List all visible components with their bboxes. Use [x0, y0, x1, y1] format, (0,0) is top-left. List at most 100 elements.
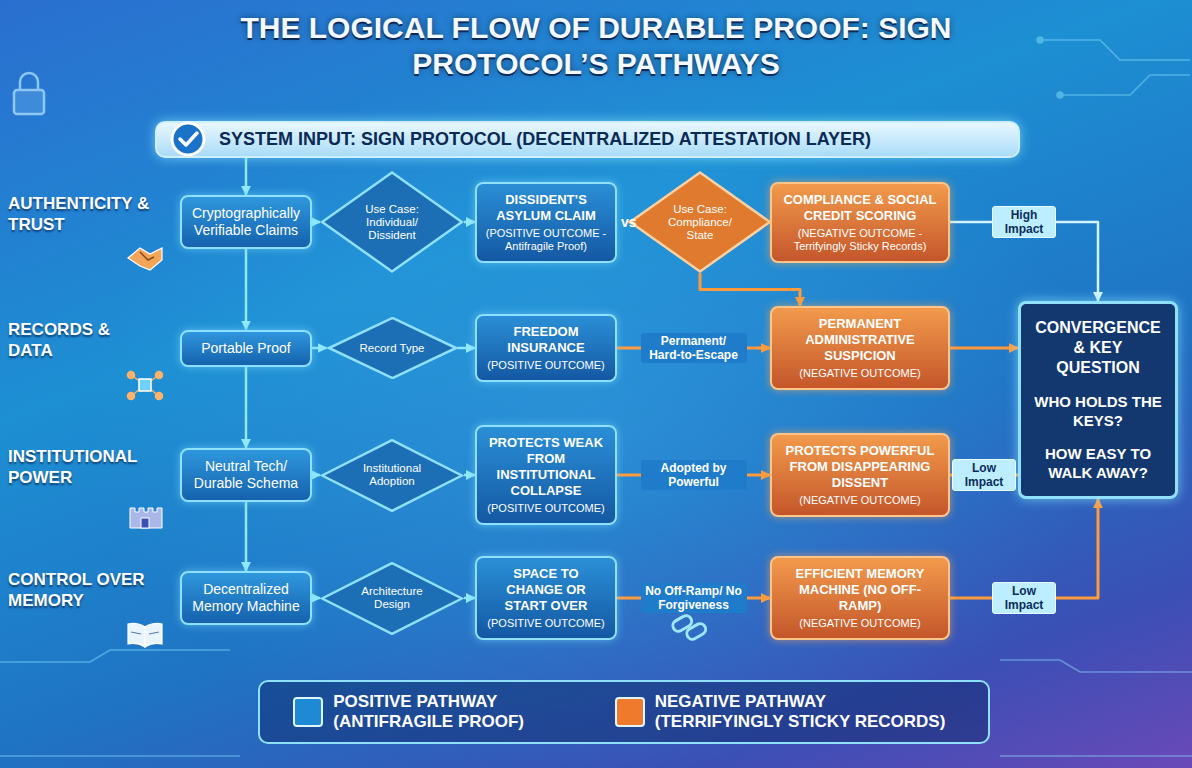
node-title: Neutral Tech/ Durable Schema [190, 458, 302, 492]
process-box: Neutral Tech/ Durable Schema [180, 448, 312, 502]
book-icon [128, 623, 162, 647]
network-link [131, 385, 145, 396]
connector-arrow [245, 249, 248, 330]
chain-link [671, 614, 694, 634]
node-title: Record Type [360, 342, 425, 355]
check-badge-icon [172, 123, 204, 155]
lock-body [14, 90, 44, 114]
legend-text: POSITIVE PATHWAY (ANTIFRAGILE PROOF) [333, 692, 548, 732]
negative-outcome-box: EFFICIENT MEMORY MACHINE (NO OFF-RAMP)(N… [770, 556, 950, 640]
node-title: CONVERGENCE & KEY QUESTION [1031, 318, 1165, 378]
lock-icon [14, 73, 44, 114]
diamond-shape [328, 318, 455, 378]
castle-icon [130, 508, 162, 528]
node-title: Decentralized Memory Machine [190, 581, 302, 615]
node-title: Architecture Design [356, 585, 428, 611]
connector-arrow [464, 221, 475, 224]
castle-shape [130, 508, 162, 528]
book-line [149, 632, 159, 634]
row-label: AUTHENTICITY & TRUST [8, 193, 158, 235]
node-title: PROTECTS POWERFUL FROM DISAPPEARING DISS… [780, 443, 940, 491]
decision-diamond: Use Case: Compliance/ State [628, 171, 772, 273]
edge-label: Adopted by Powerful [641, 460, 747, 490]
handshake-icon [128, 248, 162, 270]
node-title: PERMANENT ADMINISTRATIVE SUSPICION [780, 316, 940, 364]
circuit-line [1000, 755, 1192, 757]
row-label: INSTITUTIONAL POWER [8, 446, 158, 488]
node-title: SYSTEM INPUT: SIGN PROTOCOL (DECENTRALIZ… [219, 129, 871, 150]
node-text: WHO HOLDS THE KEYS? [1031, 392, 1165, 430]
network-icon [128, 372, 163, 400]
node-title: DISSIDENT’S ASYLUM CLAIM [485, 192, 607, 224]
check-mark [180, 133, 197, 145]
connector-arrow [950, 347, 1018, 350]
negative-outcome-box: PROTECTS POWERFUL FROM DISAPPEARING DISS… [770, 433, 950, 517]
process-box: Cryptographically Verifiable Claims [180, 195, 312, 249]
legend-item: POSITIVE PATHWAY (ANTIFRAGILE PROOF) [293, 692, 548, 732]
edge-label: Permanent/ Hard-to-Escape [641, 333, 747, 363]
network-link [145, 385, 159, 396]
connector-arrow [312, 597, 320, 600]
network-node [128, 372, 135, 379]
impact-label: Low Impact [952, 459, 1016, 491]
node-text: (NEGATIVE OUTCOME) [780, 617, 940, 630]
circuit-line [1000, 660, 1192, 672]
positive-outcome-box: DISSIDENT’S ASYLUM CLAIM(POSITIVE OUTCOM… [475, 182, 617, 263]
legend-text: NEGATIVE PATHWAY (TERRIFYINGLY STICKY RE… [655, 692, 955, 732]
node-title: Portable Proof [190, 340, 302, 357]
negative-outcome-box: COMPLIANCE & SOCIAL CREDIT SCORING(NEGAT… [770, 182, 950, 263]
connector-arrow [700, 273, 800, 306]
connector-arrow [312, 347, 327, 350]
book-page [145, 623, 162, 647]
network-link [145, 375, 159, 385]
network-hub [139, 379, 151, 391]
diamond-text-group: Architecture Design [356, 585, 428, 611]
connector-arrow [245, 367, 248, 449]
diagram-title: THE LOGICAL FLOW OF DURABLE PROOF: SIGN … [216, 10, 976, 82]
legend-item: NEGATIVE PATHWAY (TERRIFYINGLY STICKY RE… [615, 692, 955, 732]
diamond-shape [630, 173, 770, 272]
badge-circle [172, 123, 204, 155]
node-text: (POSITIVE OUTCOME) [485, 502, 607, 515]
node-text: (NEGATIVE OUTCOME) [780, 494, 940, 507]
chain-link-icon [671, 614, 708, 642]
versus-label: vs [621, 214, 637, 230]
connector-arrow [312, 221, 320, 224]
node-text: HOW EASY TO WALK AWAY? [1031, 444, 1165, 482]
legend-swatch [293, 697, 323, 727]
impact-label: Low Impact [992, 582, 1056, 614]
decision-diamond: Use Case: Individual/ Dissident [320, 171, 464, 273]
circuit-line [1040, 40, 1190, 60]
diamond-text-group: Institutional Adoption [356, 462, 428, 488]
node-title: COMPLIANCE & SOCIAL CREDIT SCORING [780, 192, 940, 224]
node-title: Cryptographically Verifiable Claims [190, 205, 302, 239]
node-title: PROTECTS WEAK FROM INSTITUTIONAL COLLAPS… [485, 435, 607, 499]
diamond-shape [322, 173, 462, 272]
decision-diamond: Architecture Design [320, 562, 464, 635]
positive-outcome-box: PROTECTS WEAK FROM INSTITUTIONAL COLLAPS… [475, 425, 617, 525]
row-label: RECORDS & DATA [8, 319, 158, 361]
chain-link [685, 622, 708, 642]
node-text: (POSITIVE OUTCOME) [485, 617, 607, 630]
network-node [156, 372, 163, 379]
castle-door [141, 518, 149, 528]
book-page [128, 623, 145, 647]
connector-arrow [245, 502, 248, 571]
network-node [128, 393, 135, 400]
diamond-text-group: Use Case: Compliance/ State [664, 203, 736, 242]
input-banner: SYSTEM INPUT: SIGN PROTOCOL (DECENTRALIZ… [155, 121, 1020, 158]
negative-outcome-box: PERMANENT ADMINISTRATIVE SUSPICION (NEGAT… [770, 306, 950, 390]
circuit-line [0, 650, 230, 662]
hand-shape [140, 252, 154, 260]
positive-outcome-box: FREEDOM INSURANCE(POSITIVE OUTCOME) [475, 314, 617, 382]
circuit-line [0, 755, 240, 757]
connector-arrow [245, 158, 248, 196]
node-title: Use Case: Individual/ Dissident [356, 203, 428, 242]
network-link [131, 375, 145, 385]
connector-arrow [464, 474, 475, 477]
circuit-lines [0, 37, 1192, 756]
node-text: (NEGATIVE OUTCOME) [780, 367, 940, 380]
